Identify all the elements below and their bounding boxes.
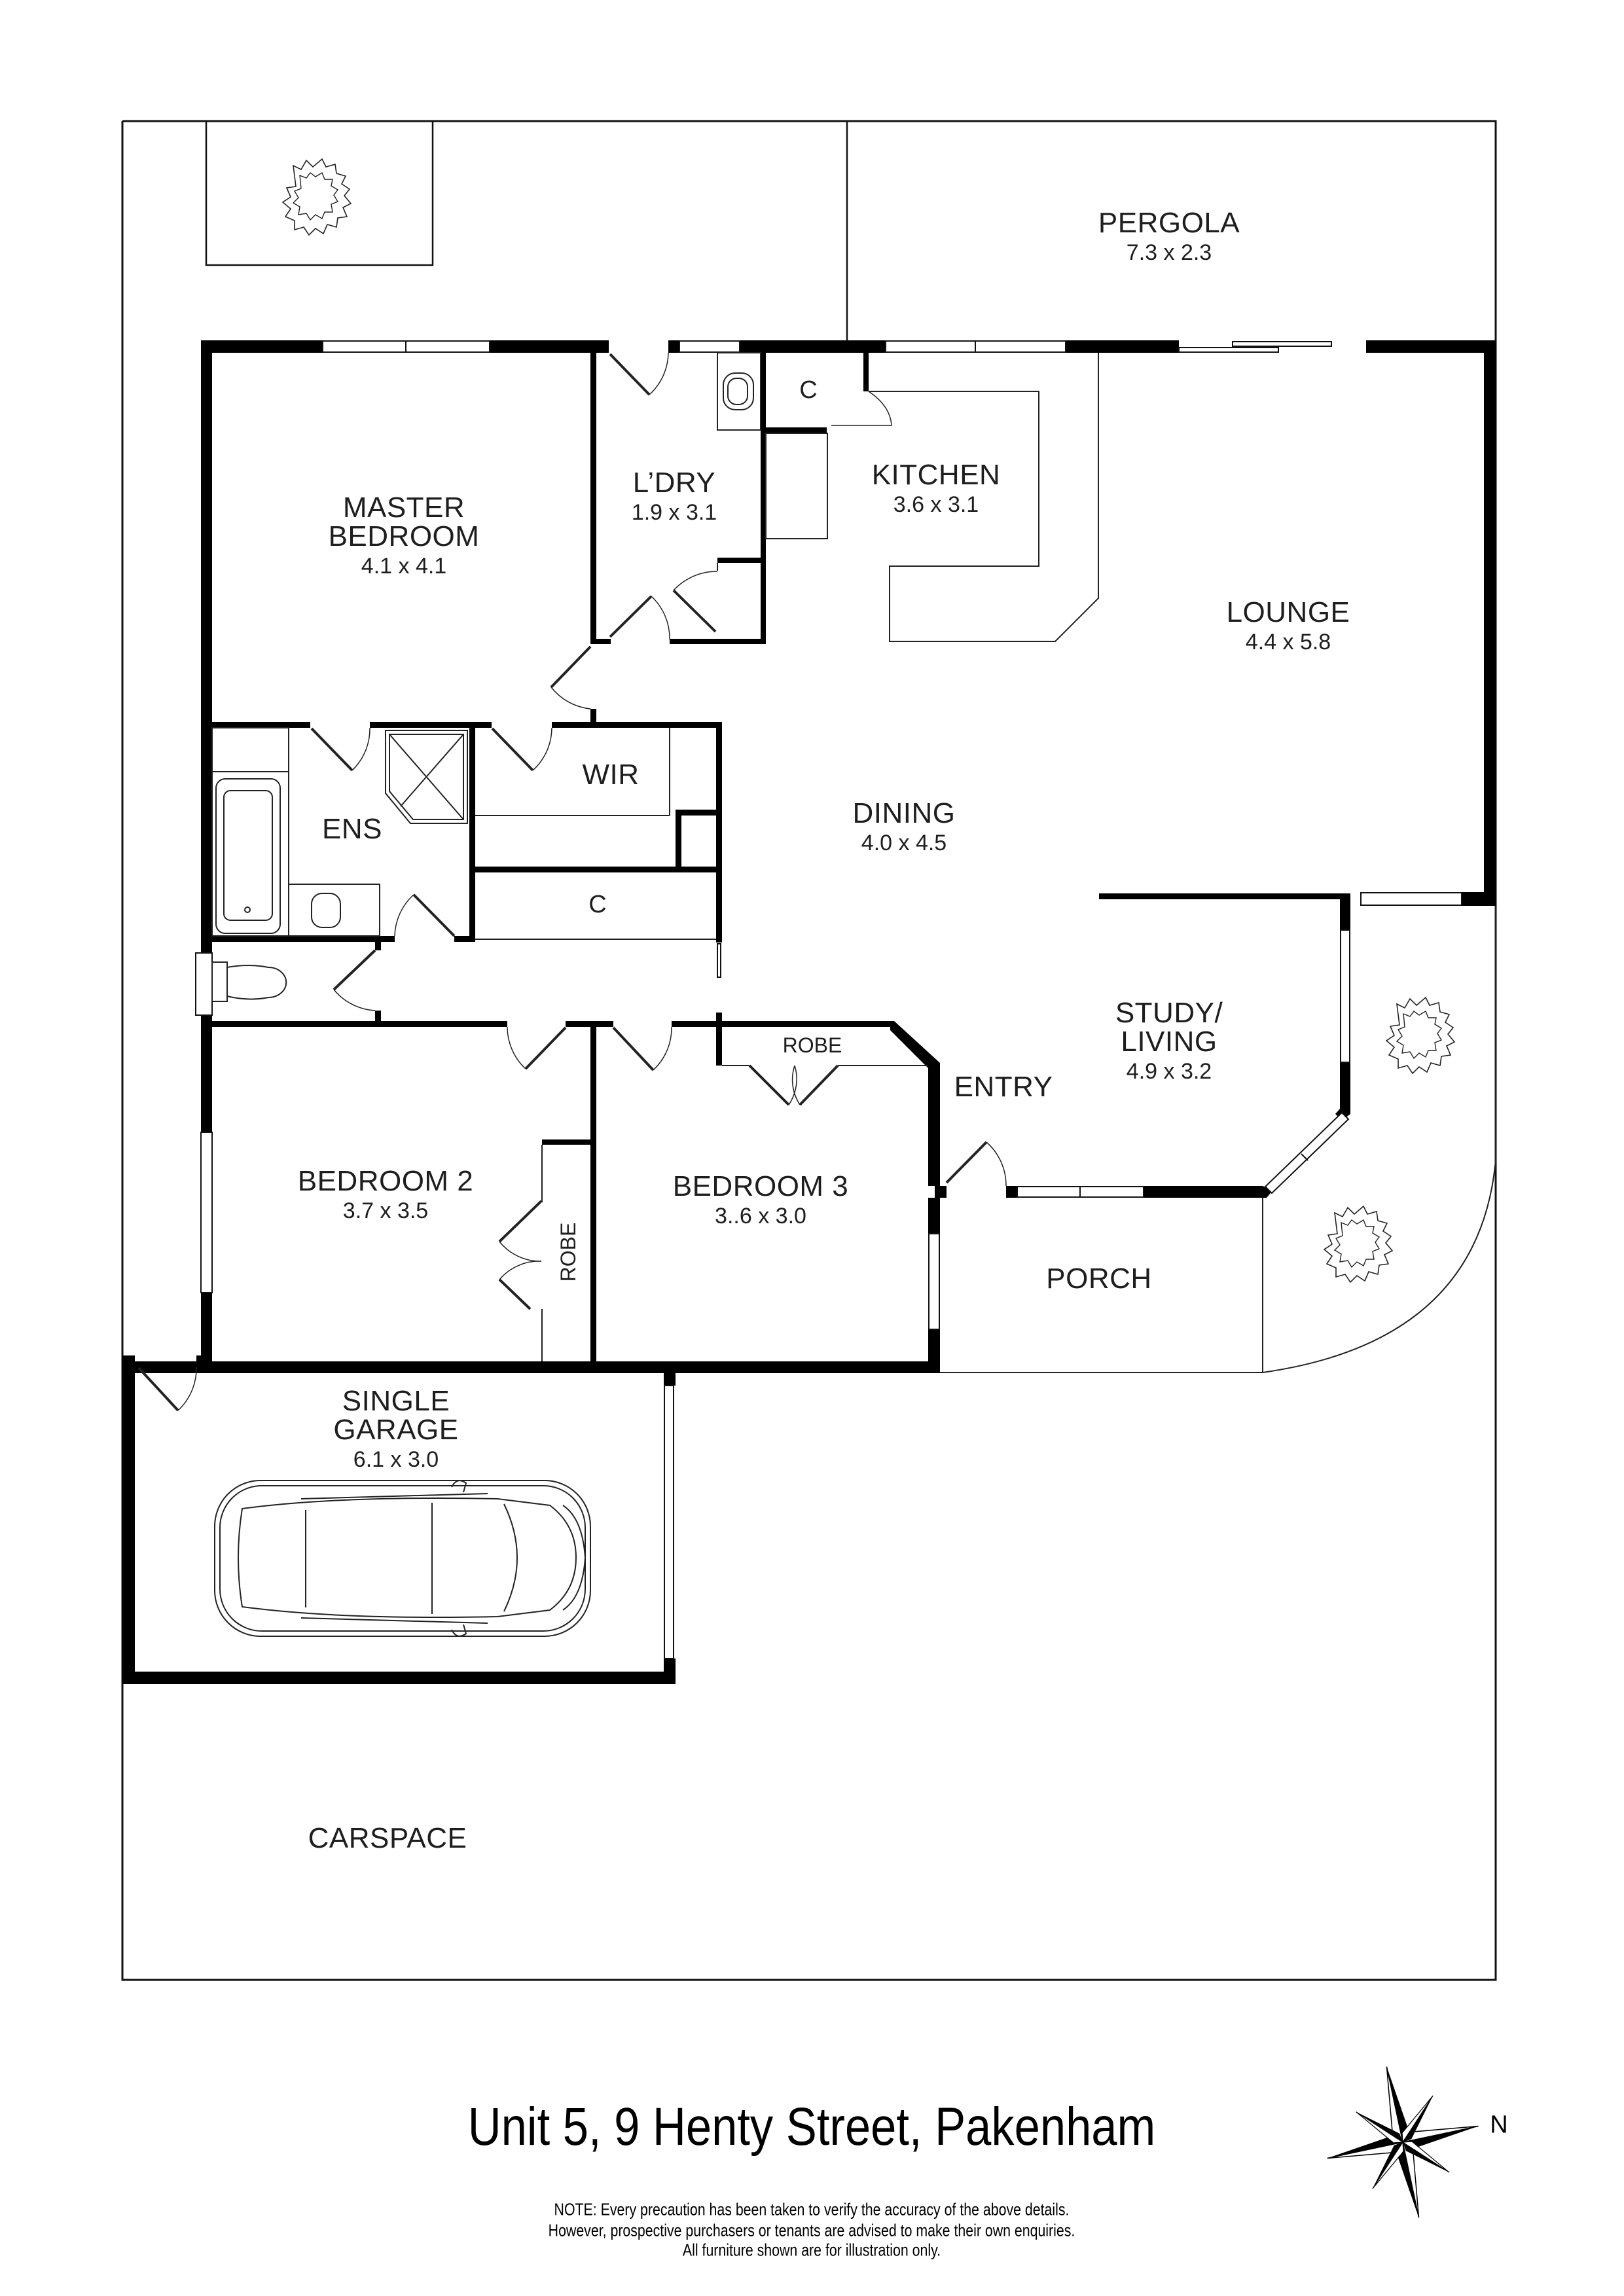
bed3-diagonal-wall: [890, 1021, 940, 1068]
room-dimensions: 3..6 x 3.0: [715, 1204, 806, 1229]
room-dimensions: 4.9 x 3.2: [1126, 1059, 1212, 1084]
room-dimensions: 1.9 x 3.1: [631, 500, 717, 525]
windows: [195, 340, 1462, 1659]
tree-icon: [282, 158, 352, 236]
vanity: [288, 884, 380, 937]
window-bedroom2: [200, 1132, 213, 1293]
window-study-diagonal: [1264, 1111, 1350, 1194]
basin-icon: [311, 893, 341, 928]
window-study-side: [1340, 929, 1350, 1063]
disclaimer-line-2: However, prospective purchasers or tenan…: [548, 2220, 1075, 2240]
room-name-line2: LIVING: [1121, 1026, 1218, 1058]
garden-curve: [1262, 1159, 1496, 1373]
room-name: KITCHEN: [871, 459, 1001, 491]
room-label-carspace: CARSPACE: [308, 1822, 467, 1854]
room-name-line1: SINGLE: [342, 1385, 450, 1417]
toilet-icon: [226, 965, 287, 1000]
sliding-door-panel-1: [1178, 347, 1279, 353]
room-label-entry: ENTRY: [954, 1071, 1053, 1103]
fixtures: [211, 352, 1496, 1373]
room-label-lounge: LOUNGE 4.4 x 5.8: [1226, 596, 1350, 655]
room-name: BEDROOM 3: [672, 1170, 849, 1202]
room-label-study-living: STUDY/ LIVING 4.9 x 3.2: [1115, 999, 1223, 1083]
pantry: [765, 433, 828, 539]
room-label-bedroom3-robe: ROBE: [782, 1033, 842, 1057]
room-dimensions: 3.7 x 3.5: [342, 1198, 429, 1223]
compass-rose-icon: [1327, 2066, 1479, 2218]
bath-surround: [211, 727, 289, 937]
room-name-line1: STUDY/: [1115, 997, 1223, 1029]
room-label-bedroom2-robe: ROBE: [556, 1222, 580, 1282]
bathtub-icon: [215, 778, 281, 934]
window-bedroom3: [928, 1233, 940, 1330]
garden-bed-top-left: [205, 120, 434, 266]
room-label-kitchen-cupboard: C: [799, 376, 818, 404]
room-label-bedroom2: BEDROOM 2 3.7 x 3.5: [297, 1165, 474, 1223]
disclaimer-line-1: NOTE: Every precaution has been taken to…: [554, 2199, 1070, 2219]
room-label-laundry: L’DRY 1.9 x 3.1: [632, 469, 717, 524]
room-label-ensuite: ENS: [322, 813, 382, 845]
room-name-line1: MASTER: [342, 492, 465, 524]
toilet-cistern: [211, 961, 228, 1002]
room-dimensions: 4.1 x 4.1: [361, 554, 447, 579]
disclaimer-line-3: All furniture shown are for illustration…: [682, 2240, 941, 2260]
room-label-master-bedroom: MASTER BEDROOM 4.1 x 4.1: [328, 492, 480, 579]
shower-icon: [385, 730, 468, 824]
window-laundry: [679, 340, 740, 353]
car-icon: [214, 1480, 591, 1637]
window-garage: [664, 1385, 674, 1659]
room-dimensions: 3.6 x 3.1: [893, 492, 979, 517]
compass-north-label: N: [1490, 2111, 1508, 2139]
hall-sliding-door: [717, 943, 721, 978]
room-dimensions: 6.1 x 3.0: [353, 1447, 439, 1472]
laundry-sink-icon: [723, 372, 754, 410]
room-dimensions: 4.0 x 4.5: [861, 831, 947, 855]
room-name: DINING: [852, 797, 956, 829]
window-garden-top: [1360, 892, 1462, 906]
property-address: Unit 5, 9 Henty Street, Pakenham: [467, 2097, 1156, 2157]
room-label-bedroom3: BEDROOM 3 3..6 x 3.0: [672, 1170, 849, 1229]
room-label-dining: DINING 4.0 x 4.5: [852, 797, 956, 855]
window-wc: [195, 952, 213, 1016]
doors: [137, 352, 1007, 1412]
laundry-cabinet: [717, 352, 761, 431]
tree-icon: [1386, 997, 1455, 1074]
sliding-door-panel-2: [1232, 341, 1332, 347]
room-label-hall-cupboard: C: [588, 891, 607, 918]
room-name: L’DRY: [632, 467, 716, 499]
room-label-garage: SINGLE GARAGE 6.1 x 3.0: [333, 1387, 458, 1471]
room-name: LOUNGE: [1226, 596, 1350, 628]
room-label-wir: WIR: [582, 759, 640, 791]
room-label-pergola: PERGOLA 7.3 x 2.3: [1098, 209, 1240, 264]
tree-icon: [1324, 1206, 1393, 1283]
room-name: BEDROOM 2: [297, 1165, 474, 1197]
room-name-line2: GARAGE: [333, 1414, 459, 1446]
room-label-kitchen: KITCHEN 3.6 x 3.1: [872, 461, 1001, 516]
kitchen-bench: [869, 353, 1099, 642]
room-dimensions: 4.4 x 5.8: [1245, 630, 1331, 655]
room-label-porch: PORCH: [1046, 1263, 1152, 1295]
room-dimensions: 7.3 x 2.3: [1126, 240, 1212, 265]
room-name-line2: BEDROOM: [328, 520, 480, 552]
room-name: PERGOLA: [1098, 207, 1240, 239]
walls: [122, 340, 1496, 1684]
